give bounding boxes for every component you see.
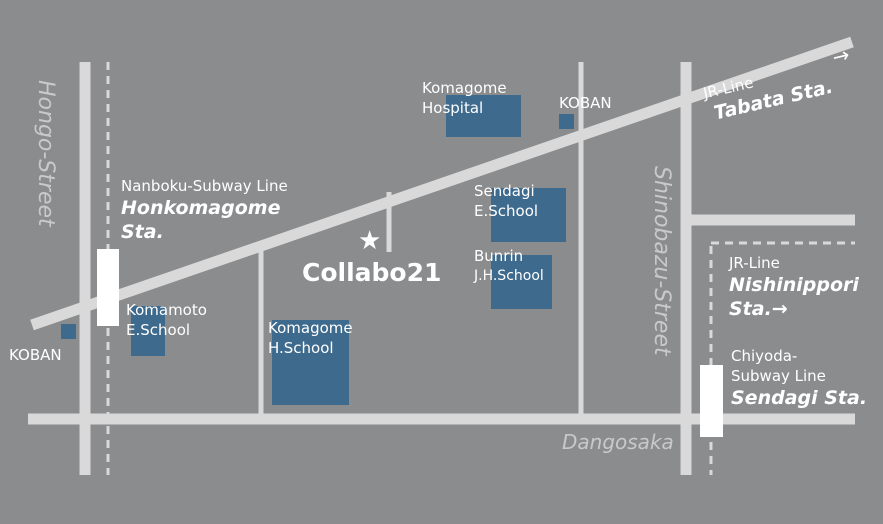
bunrin-school-building	[491, 255, 552, 309]
komagome-hospital-building	[446, 95, 521, 137]
sendagi-school-label: Sendagi E.School	[474, 182, 539, 220]
hongo-street-label: Hongo-Street	[33, 80, 58, 227]
dangosaka-label: Dangosaka	[562, 430, 674, 454]
sendagi-station-label: Chiyoda- Subway Line Sendagi Sta.	[731, 347, 868, 409]
komagome-hospital-label: Komagome Hospital	[422, 79, 507, 117]
honkomagome-station-marker	[97, 249, 119, 326]
star-icon: ★	[358, 226, 382, 256]
koban-top-building	[559, 114, 574, 129]
komamoto-school-label: Komamoto E.School	[126, 301, 207, 339]
diagonal-road	[30, 36, 854, 331]
koban-left-label: KOBAN	[9, 346, 62, 364]
komagome-hschool-label: Komagome H.School	[268, 319, 353, 357]
honkomagome-station-label: Nanboku-Subway Line Honkomagome Sta.	[121, 177, 288, 243]
komagome-hschool-building	[272, 320, 349, 405]
koban-left-building	[61, 324, 76, 339]
bunrin-school-label: Bunrin J.H.School	[474, 247, 544, 284]
sendagi-school-building	[491, 188, 566, 242]
sendagi-station-marker	[700, 365, 723, 437]
koban-top-label: KOBAN	[559, 94, 612, 112]
shinobazu-street-label: Shinobazu-Street	[649, 166, 674, 356]
komamoto-school-building	[131, 306, 165, 356]
nishinippori-station-label: JR-Line Nishinippori Sta.→	[729, 254, 859, 320]
collabo21-label: Collabo21	[302, 258, 442, 287]
